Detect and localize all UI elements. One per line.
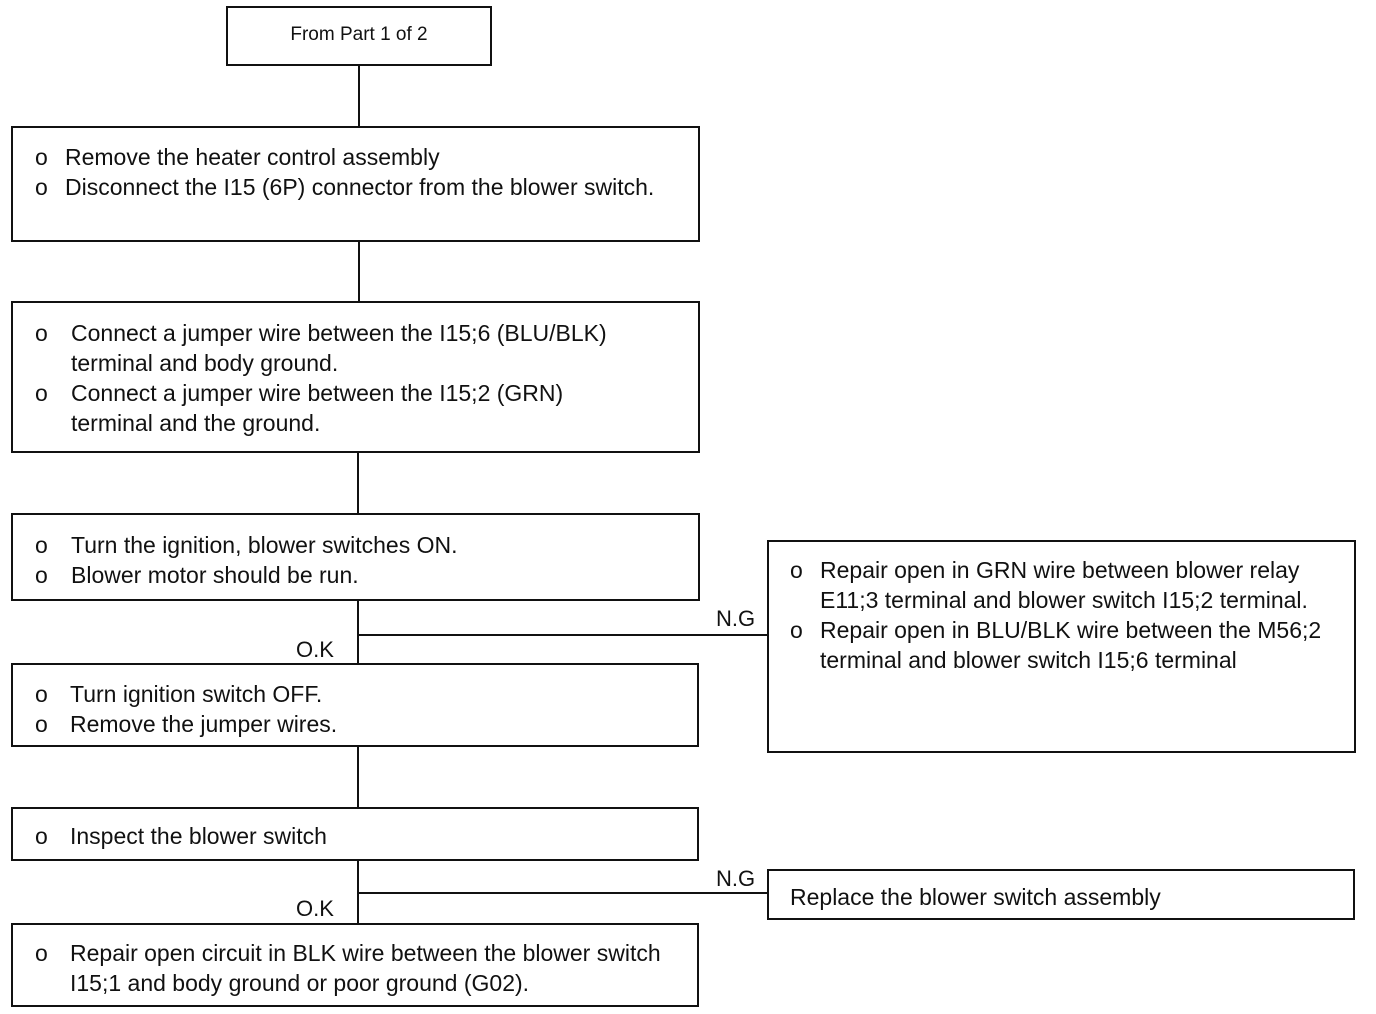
ng-repair-item: o Repair open in BLU/BLK wire between th… [790,615,1330,675]
step-2-item-2-text: Connect a jumper wire between the I15;2 … [71,380,564,436]
step-3-item-2-text: Blower motor should be run. [71,562,359,588]
step-6-item-1-text: Repair open circuit in BLK wire between … [70,940,661,996]
bullet: o [35,823,48,849]
ng-repair-box: o Repair open in GRN wire between blower… [767,540,1356,753]
step-4-item-1-text: Turn ignition switch OFF. [70,681,323,707]
step-2-item-1-text: Connect a jumper wire between the I15;6 … [71,320,607,376]
step-box-6: o Repair open circuit in BLK wire betwee… [11,923,699,1007]
step-4-list: o Turn ignition switch OFF. o Remove the… [35,679,675,739]
ok-label-2: O.K [296,896,334,921]
branch-ng-2 [357,892,769,894]
branch-ng-1 [357,634,769,636]
bullet: o [35,174,48,200]
step-2-item: o Connect a jumper wire between the I15;… [35,378,635,438]
start-box-text: From Part 1 of 2 [290,24,428,45]
bullet: o [35,681,48,707]
step-1-list: o Remove the heater control assembly o D… [35,142,655,202]
bullet: o [35,711,48,737]
step-1-item-2-text: Disconnect the I15 (6P) connector from t… [65,174,655,200]
step-6-list: o Repair open circuit in BLK wire betwee… [35,938,665,998]
step-2-list: o Connect a jumper wire between the I15;… [35,318,635,438]
ng-repair-item-1-text: Repair open in GRN wire between blower r… [820,557,1308,613]
step-box-1: o Remove the heater control assembly o D… [11,126,700,242]
step-2-item: o Connect a jumper wire between the I15;… [35,318,635,378]
ng-repair-list: o Repair open in GRN wire between blower… [790,555,1330,675]
step-5-item-1-text: Inspect the blower switch [70,823,327,849]
start-box: From Part 1 of 2 [226,6,492,66]
ng-repair-item: o Repair open in GRN wire between blower… [790,555,1330,615]
bullet: o [35,320,48,346]
step-box-4: o Turn ignition switch OFF. o Remove the… [11,663,699,747]
ng-label-2: N.G [716,866,756,891]
ng-repair-item-2-text: Repair open in BLU/BLK wire between the … [820,617,1322,673]
connector-start-step1 [358,65,360,127]
connector-step4-step5 [357,746,359,808]
step-box-5: o Inspect the blower switch [11,807,699,861]
bullet: o [790,617,803,643]
ng-replace-text: Replace the blower switch assembly [790,884,1161,910]
step-6-item: o Repair open circuit in BLK wire betwee… [35,938,665,998]
step-3-item-1-text: Turn the ignition, blower switches ON. [71,532,458,558]
step-4-item: o Turn ignition switch OFF. [35,679,675,709]
connector-step2-step3 [357,452,359,514]
step-1-item: o Remove the heater control assembly [35,142,655,172]
step-4-item-2-text: Remove the jumper wires. [70,711,338,737]
connector-step3-step4 [357,600,359,664]
ng-replace-box: Replace the blower switch assembly [767,869,1355,920]
step-1-item-1-text: Remove the heater control assembly [65,144,440,170]
ok-label-1: O.K [296,637,334,662]
connector-step1-step2 [358,241,360,302]
step-box-3: o Turn the ignition, blower switches ON.… [11,513,700,601]
step-3-item: o Blower motor should be run. [35,560,675,590]
step-1-item: o Disconnect the I15 (6P) connector from… [35,172,655,202]
bullet: o [35,532,48,558]
bullet: o [35,144,48,170]
step-5-list: o Inspect the blower switch [35,821,675,851]
step-3-list: o Turn the ignition, blower switches ON.… [35,530,675,590]
bullet: o [790,557,803,583]
ng-label-1: N.G [716,606,756,631]
step-5-item: o Inspect the blower switch [35,821,675,851]
step-3-item: o Turn the ignition, blower switches ON. [35,530,675,560]
bullet: o [35,380,48,406]
bullet: o [35,562,48,588]
bullet: o [35,940,48,966]
step-4-item: o Remove the jumper wires. [35,709,675,739]
step-box-2: o Connect a jumper wire between the I15;… [11,301,700,453]
